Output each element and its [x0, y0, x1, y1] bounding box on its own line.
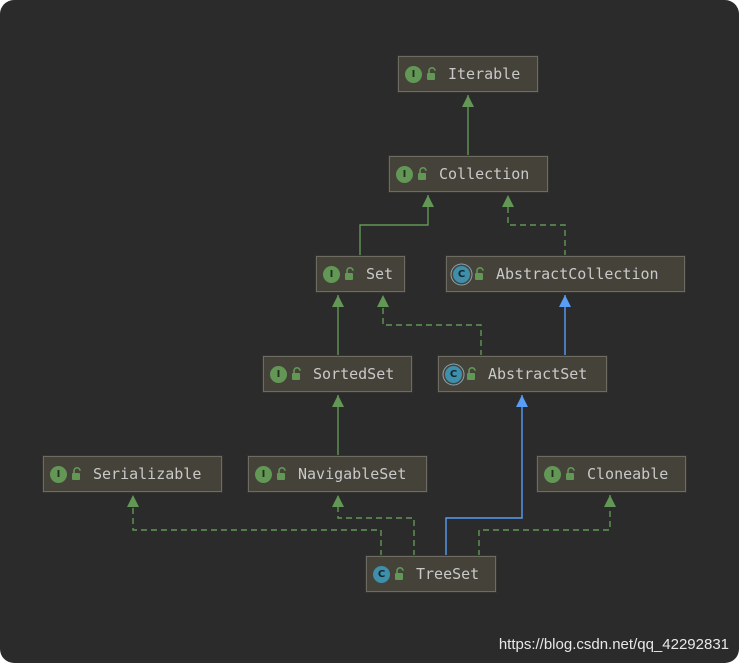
edge-treeset-cloneable	[478, 495, 616, 556]
interface-icon: I	[270, 365, 287, 383]
node-label: AbstractCollection	[496, 264, 659, 283]
node-cloneable[interactable]: I Cloneable	[537, 456, 686, 492]
node-label: Iterable	[448, 64, 521, 83]
node-navigable-set[interactable]: I NavigableSet	[248, 456, 427, 492]
node-tree-set[interactable]: C TreeSet	[366, 556, 496, 592]
node-label: NavigableSet	[298, 464, 407, 483]
node-label: TreeSet	[416, 564, 480, 583]
interface-icon: I	[544, 465, 561, 483]
node-abstract-collection[interactable]: C AbstractCollection	[446, 256, 685, 292]
open-lock-icon	[345, 267, 354, 280]
edge-set-collection	[359, 195, 434, 256]
edge-abstractset-set	[377, 295, 482, 356]
node-abstract-set[interactable]: C AbstractSet	[438, 356, 607, 392]
node-iterable[interactable]: I Iterable	[398, 56, 538, 92]
node-label: Cloneable	[587, 464, 669, 483]
open-lock-icon	[72, 467, 81, 480]
open-lock-icon	[427, 67, 436, 80]
node-label: Collection	[439, 164, 530, 183]
open-lock-icon	[292, 367, 301, 380]
node-collection[interactable]: I Collection	[389, 156, 548, 192]
interface-icon: I	[396, 165, 413, 183]
open-lock-icon	[566, 467, 575, 480]
node-label: Serializable	[93, 464, 202, 483]
edge-treeset-abstractset	[445, 395, 528, 556]
watermark-text: https://blog.csdn.net/qq_42292831	[498, 636, 729, 653]
node-label: AbstractSet	[488, 364, 588, 383]
open-lock-icon	[418, 167, 427, 180]
interface-icon: I	[255, 465, 272, 483]
open-lock-icon	[467, 367, 476, 380]
node-sorted-set[interactable]: I SortedSet	[263, 356, 412, 392]
node-label: SortedSet	[313, 364, 395, 383]
node-label: Set	[366, 264, 394, 283]
open-lock-icon	[395, 567, 404, 580]
abstract-class-icon: C	[453, 265, 470, 283]
open-lock-icon	[277, 467, 286, 480]
edge-treeset-navigableset	[332, 495, 415, 556]
interface-icon: I	[323, 265, 340, 283]
edge-abstractcollection-collection	[502, 195, 566, 256]
interface-icon: I	[405, 65, 422, 83]
interface-icon: I	[50, 465, 67, 483]
edge-treeset-serializable	[127, 495, 382, 556]
abstract-class-icon: C	[445, 365, 462, 383]
class-icon: C	[373, 565, 390, 583]
open-lock-icon	[475, 267, 484, 280]
node-serializable[interactable]: I Serializable	[43, 456, 222, 492]
node-set[interactable]: I Set	[316, 256, 405, 292]
